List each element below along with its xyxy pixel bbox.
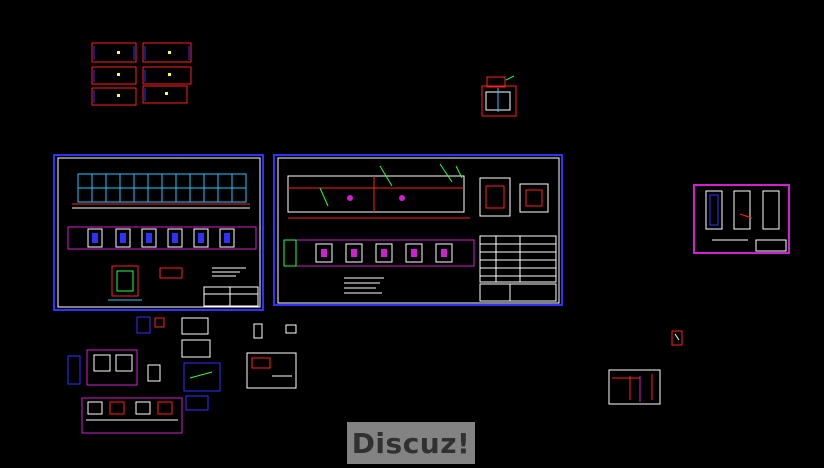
- discuz-watermark: Discuz!: [347, 422, 475, 464]
- small-detail-grid: [91, 42, 192, 106]
- small-marker-detail: [671, 330, 683, 346]
- bottom-right-detail: [608, 369, 661, 405]
- left-main-sheet: [53, 154, 264, 311]
- bottom-left-details: [67, 316, 297, 434]
- center-main-sheet: [273, 154, 563, 306]
- right-sheet: [693, 184, 790, 254]
- top-center-detail: [481, 75, 517, 117]
